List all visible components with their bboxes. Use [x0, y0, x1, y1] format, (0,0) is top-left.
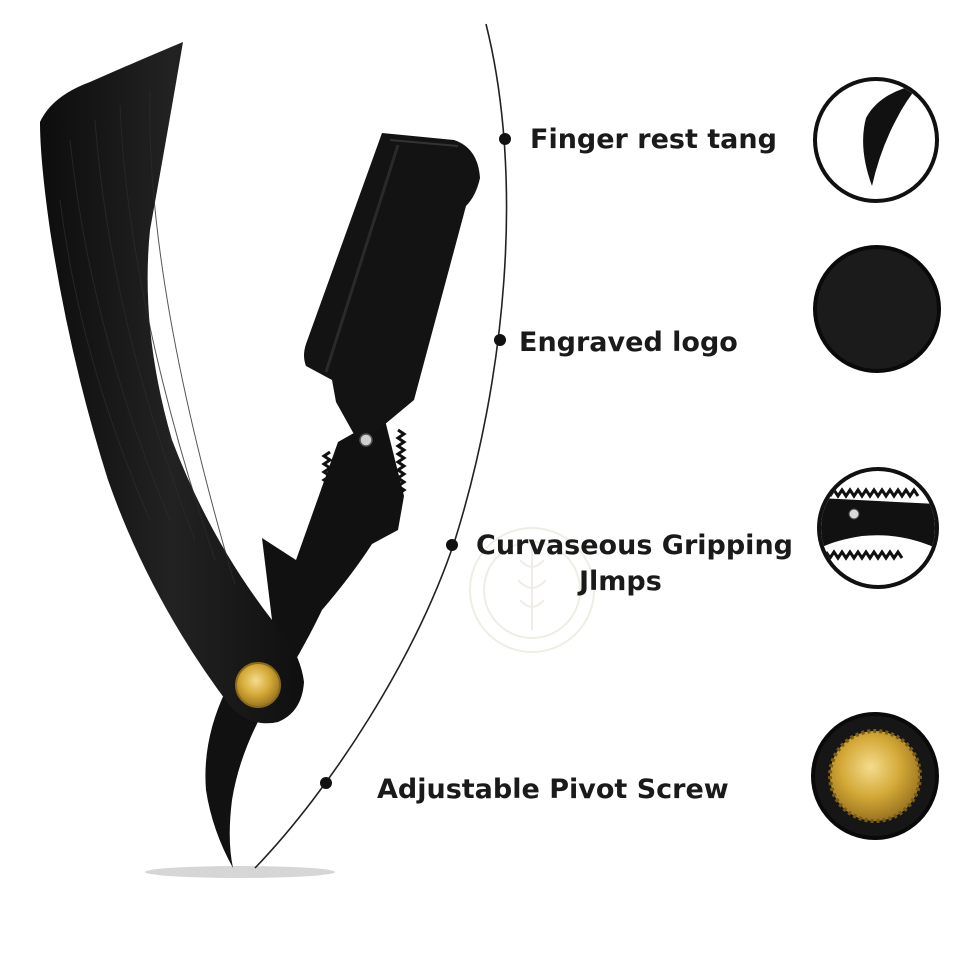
watermark-seal — [469, 527, 595, 653]
detail-circle-pivot-screw — [811, 712, 939, 840]
feature-label-finger-rest-tang: Finger rest tang — [530, 124, 777, 155]
detail-circle-engraved-logo — [813, 245, 941, 373]
feature-label-pivot-screw: Adjustable Pivot Screw — [377, 774, 729, 805]
razor-jimps — [321, 428, 407, 518]
pivot-screw — [235, 662, 281, 708]
callout-dot-jimps — [446, 539, 458, 551]
blade-holder-edge — [324, 144, 400, 373]
callout-dot-engraved-logo — [494, 334, 506, 346]
callout-dot-finger-rest — [499, 133, 511, 145]
callout-dot-pivot-screw — [320, 777, 332, 789]
blade-pin — [359, 433, 373, 447]
callout-curve-line — [254, 23, 508, 869]
razor-shadow — [145, 866, 335, 878]
blade-holder-highlight — [389, 139, 459, 147]
feature-label-gripping-jimps: Curvaseous Gripping Jlmps — [476, 530, 793, 597]
detail-circle-finger-rest-tang — [813, 77, 939, 203]
razor-blade-holder — [304, 133, 480, 445]
detail-circle-gripping-jimps — [817, 467, 939, 589]
razor-blade-tang — [205, 416, 404, 868]
razor-handle — [40, 42, 304, 724]
handle-wood-grain — [59, 89, 236, 586]
feature-label-engraved-logo: Engraved logo — [519, 327, 738, 358]
